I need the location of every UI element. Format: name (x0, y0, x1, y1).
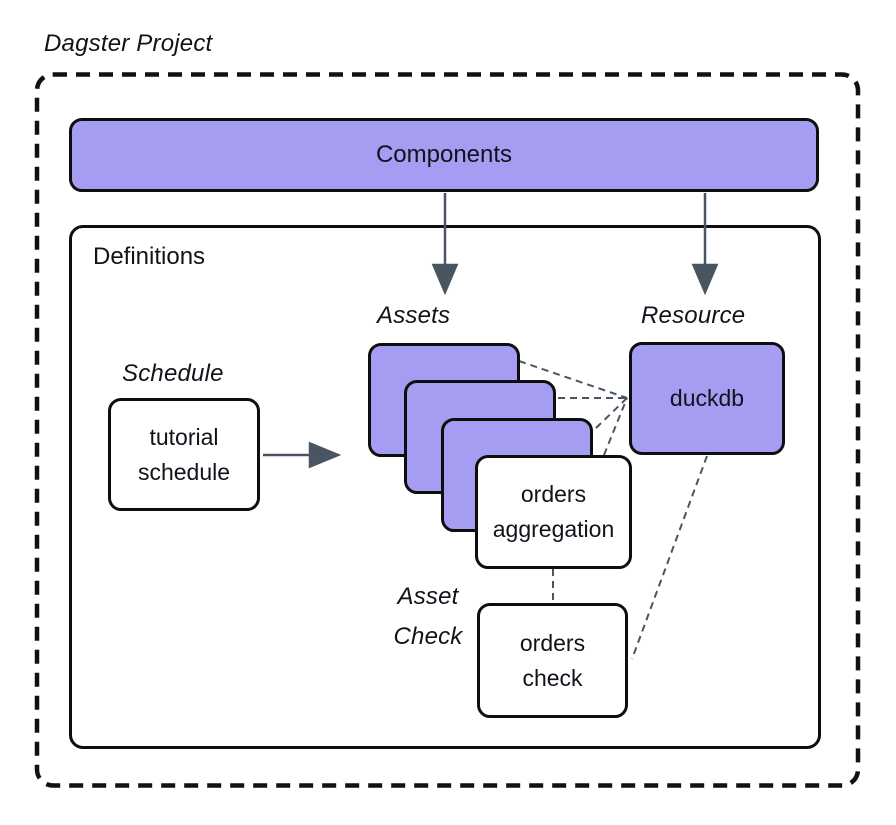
asset-check-section-label: Asset Check (393, 583, 463, 650)
orders-aggregation-label: orders aggregation (492, 481, 615, 542)
tutorial-schedule-node: tutorial schedule (108, 398, 260, 511)
resource-section-label: Resource (641, 302, 746, 329)
tutorial-schedule-label: tutorial schedule (137, 423, 231, 485)
project-title: Dagster Project (44, 30, 213, 57)
orders-aggregation-node: orders aggregation (475, 455, 632, 569)
definitions-label: Definitions (93, 243, 206, 270)
orders-check-node: orders check (477, 603, 628, 718)
duckdb-label: duckdb (669, 385, 745, 411)
orders-check-label: orders check (519, 629, 586, 691)
duckdb-node: duckdb (629, 342, 785, 455)
components-label: Components (375, 141, 513, 168)
components-bar: Components (69, 118, 819, 192)
schedule-section-label: Schedule (122, 360, 224, 387)
assets-section-label: Assets (377, 302, 451, 329)
